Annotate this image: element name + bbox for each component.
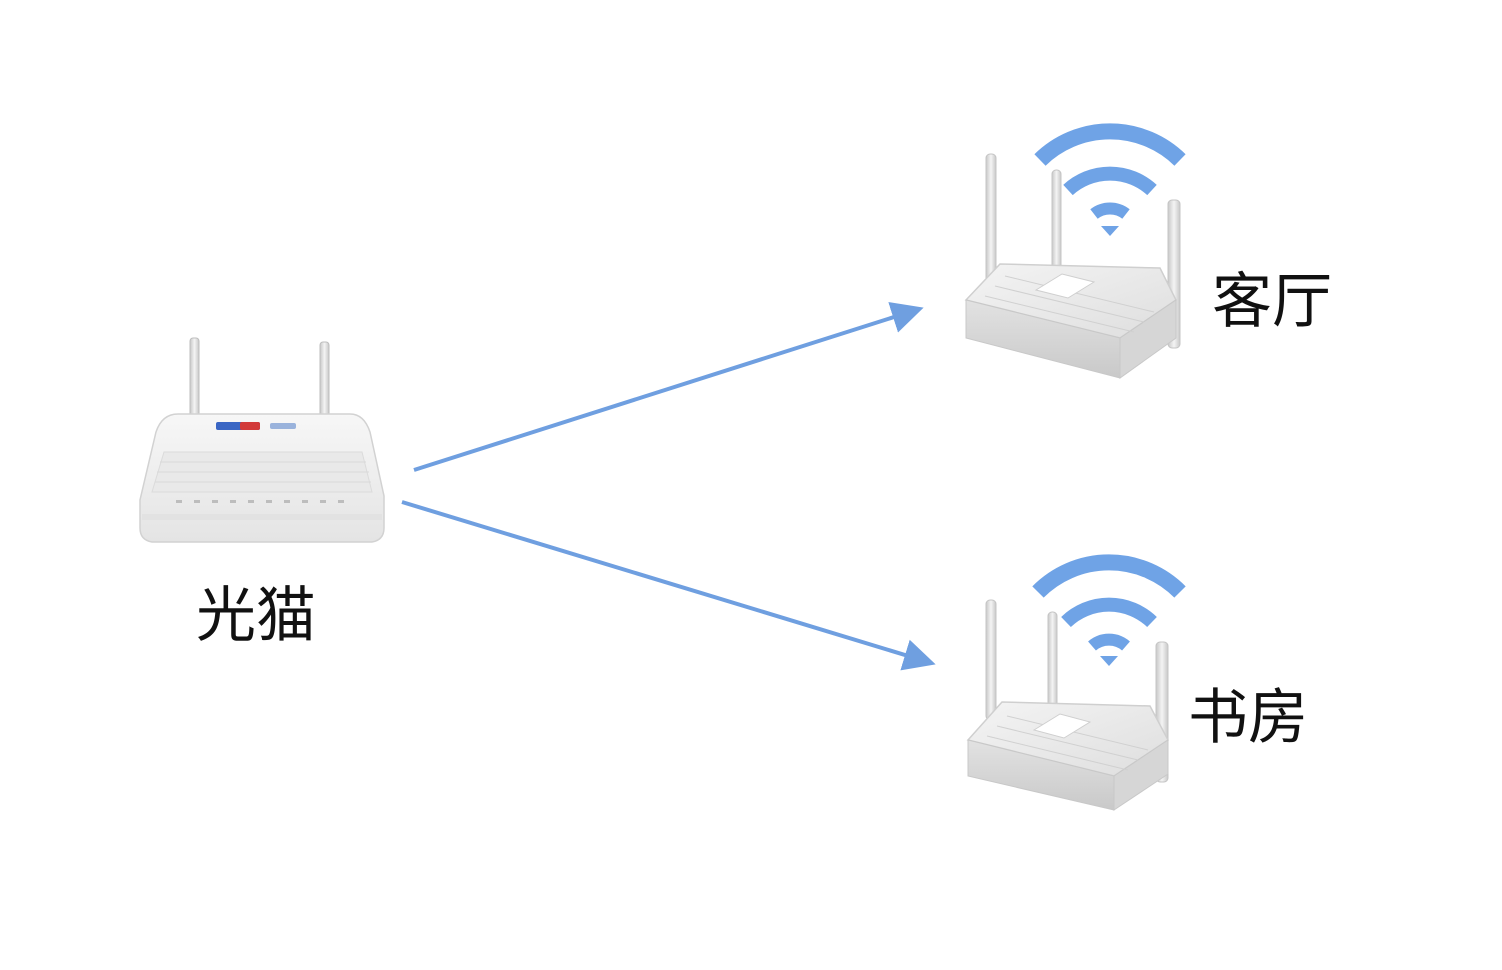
arrow-modem-to-study bbox=[401, 500, 936, 671]
study-router-icon bbox=[966, 554, 1186, 811]
living-room-router-icon bbox=[964, 123, 1186, 379]
study-label: 书房 bbox=[1188, 683, 1308, 753]
study-wifi-icon bbox=[1032, 554, 1186, 651]
living-room-wifi-icon bbox=[1034, 123, 1186, 219]
modem-label: 光猫 bbox=[196, 581, 316, 651]
arrow-modem-to-living-room bbox=[413, 302, 924, 472]
optical-modem-icon bbox=[139, 337, 385, 543]
living-room-label: 客厅 bbox=[1212, 267, 1332, 337]
